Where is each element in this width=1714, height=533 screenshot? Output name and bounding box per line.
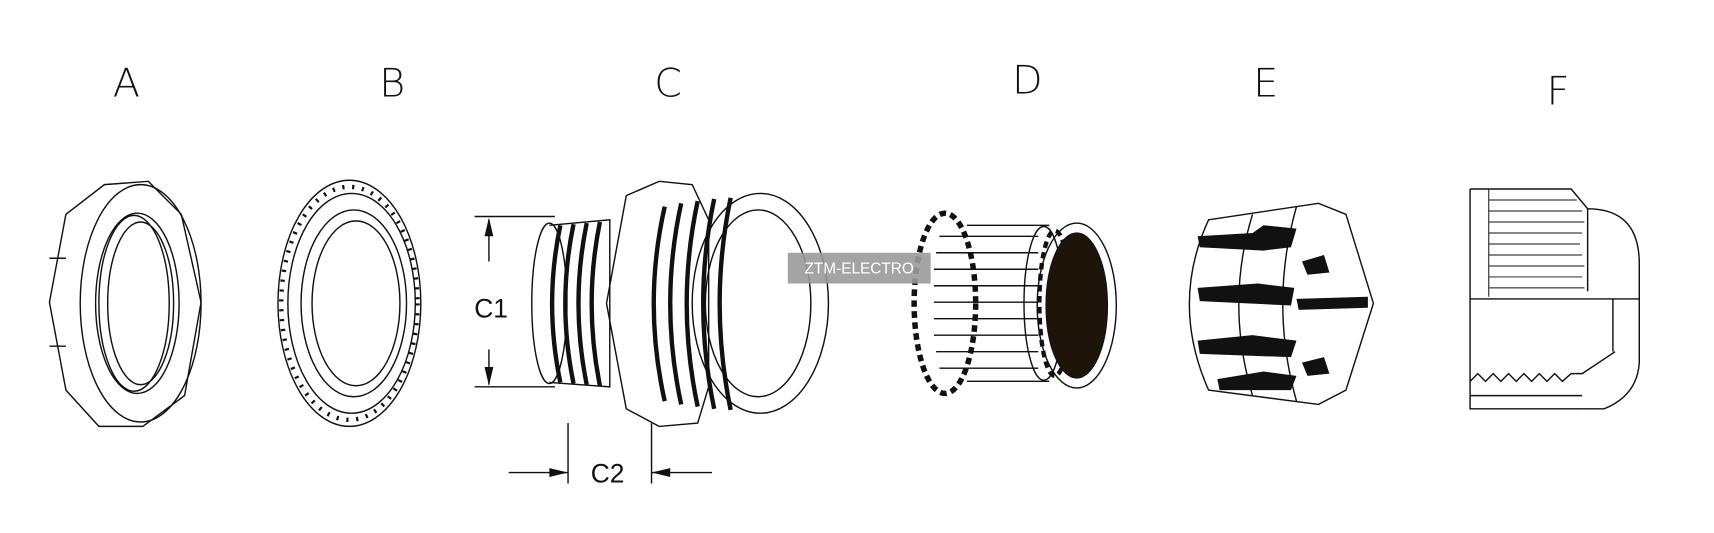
dimension-c2-label: C2	[591, 458, 625, 488]
part-b-sealing-washer	[277, 179, 422, 428]
part-e-clamping-claw	[1188, 202, 1375, 406]
label-d: D	[1012, 57, 1042, 103]
label-f: F	[1547, 68, 1570, 114]
dimension-c1: C1	[474, 215, 555, 388]
label-b: B	[379, 61, 405, 107]
dimension-c1-label: C1	[474, 294, 508, 324]
part-d-seal-insert	[911, 210, 1118, 397]
part-f-dome-cap-nut	[1469, 188, 1641, 410]
label-c: C	[654, 61, 682, 107]
part-c-gland-body: C1 C2	[474, 180, 830, 488]
part-a-lock-nut	[48, 180, 202, 428]
label-a: A	[113, 61, 140, 107]
watermark: ZTM-ELECTRO	[787, 252, 931, 284]
watermark-text: ZTM-ELECTRO	[805, 261, 914, 278]
dimension-c2: C2	[508, 423, 712, 488]
label-e: E	[1253, 61, 1278, 107]
